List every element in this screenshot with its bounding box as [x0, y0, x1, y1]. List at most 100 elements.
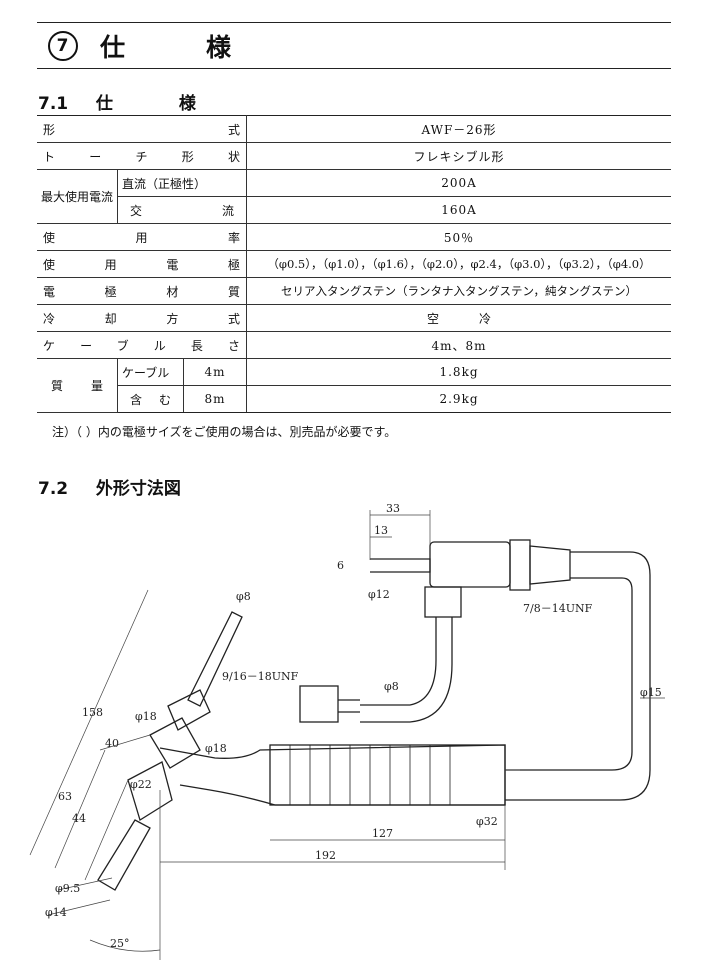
model-value: AWF－26形	[246, 115, 671, 143]
note-text: 注）（ ）内の電極サイズをご使用の場合は、別売品が必要です。	[52, 425, 397, 439]
dim-63-line	[54, 749, 106, 869]
dim-18neck-text: φ18	[205, 742, 227, 755]
dim-hose8-text: φ8	[384, 680, 399, 693]
dim-158-line	[29, 589, 149, 856]
duty-label: 使用率	[37, 223, 248, 251]
mass-incl-label: 含む	[117, 385, 185, 413]
table-row: 使用電極 （φ0.5），（φ1.0），（φ1.6），（φ2.0），φ2.4，（φ…	[37, 250, 671, 278]
chapter-title-1: 仕	[100, 33, 127, 62]
mass-8m-value: 2.9kg	[246, 385, 671, 413]
cap-nut	[167, 689, 211, 731]
cooling-value: 空冷	[246, 304, 671, 332]
dim-9.5-line	[57, 877, 113, 891]
section-7-2-title: 外形寸法図	[95, 479, 181, 499]
chapter-rule	[37, 68, 671, 69]
chapter-number: 7	[48, 31, 78, 61]
mass-cable-label: ケーブル	[117, 358, 185, 386]
cable-inner-bottom	[505, 751, 633, 771]
back-cap	[187, 611, 243, 707]
ac-label: 交流	[117, 196, 248, 224]
section-7-2-number: 7.2	[38, 479, 69, 499]
section-7-2-heading: 7.2 外形寸法図	[38, 474, 181, 499]
hex-nut	[509, 539, 531, 591]
table-row: 含む 8m 2.9kg	[37, 385, 671, 413]
material-label: 電極材質	[37, 277, 248, 305]
table-row: 最大使用電流 直流（正極性） 200A	[37, 169, 671, 224]
gas-hose-end	[338, 699, 360, 713]
gas-nut	[299, 685, 339, 723]
mass-label: 質量	[37, 358, 119, 413]
section-7-1-title-1: 仕	[95, 94, 113, 114]
spec-table: 形式 AWF－26形 トーチ形状 フレキシブル形 最大使用電流 直流（正極性） …	[37, 115, 671, 413]
shape-label: トーチ形状	[37, 142, 248, 170]
dim-127-text: 127	[372, 827, 393, 840]
dim-6-text: 6	[337, 559, 344, 572]
angle-25-text: 25°	[110, 937, 130, 950]
section-7-1-number: 7.1	[38, 94, 69, 114]
chapter-title-2: 様	[206, 33, 233, 62]
dim-32-text: φ32	[476, 815, 498, 828]
dc-label: 直流（正極性）	[117, 169, 248, 197]
section-7-1-title-2: 様	[178, 94, 196, 114]
nozzle	[97, 819, 151, 891]
dim-44-text: 44	[72, 812, 86, 825]
gas-hose-right	[360, 617, 453, 723]
mass-4m-label: 4m	[183, 358, 248, 386]
dim-33-text: 33	[386, 502, 400, 515]
collet-body	[127, 761, 173, 822]
dc-value: 200A	[246, 169, 671, 197]
angle-arc	[89, 939, 161, 952]
top-rule	[37, 22, 671, 23]
mass-4m-value: 1.8kg	[246, 358, 671, 386]
dim-158-text: 158	[82, 706, 103, 719]
torch-handle	[269, 744, 506, 806]
table-row: トーチ形状 フレキシブル形	[37, 142, 671, 170]
connector-body	[429, 541, 511, 588]
shape-value: フレキシブル形	[246, 142, 671, 170]
chapter-heading: 7 仕 様	[48, 28, 232, 64]
dim-18cap-text: φ18	[135, 710, 157, 723]
dim-15-text: φ15	[640, 686, 662, 699]
table-row: 形式 AWF－26形	[37, 115, 671, 143]
cooling-label: 冷却方式	[37, 304, 248, 332]
unf78-text: 7/8－14UNF	[523, 602, 593, 615]
table-row: 冷却方式 空冷	[37, 304, 671, 332]
gas-nipple	[370, 558, 431, 573]
duty-value: 50％	[246, 223, 671, 251]
dim-44-line	[84, 779, 129, 881]
material-value: セリア入タングステン（ランタナ入タングステン，純タングステン）	[246, 277, 671, 305]
dim-12-text: φ12	[368, 588, 390, 601]
cable-label: ケーブル長さ	[37, 331, 248, 359]
dim-22-text: φ22	[130, 778, 152, 791]
model-label: 形式	[37, 115, 248, 143]
dim-14-text: φ14	[45, 906, 67, 919]
handle-ribs	[289, 745, 451, 805]
electrode-label: 使用電極	[37, 250, 248, 278]
dim-63-text: 63	[58, 790, 72, 803]
connector-ferrule	[529, 545, 571, 585]
torch-dimension-drawing: 33 13 6 φ12 7/8－14UNF 9/16－18UNF φ8 φ15 …	[29, 502, 665, 960]
dim-40-line	[99, 734, 151, 751]
unf916-text: 9/16－18UNF	[222, 670, 299, 683]
ac-value: 160A	[246, 196, 671, 224]
table-row: 質量 ケーブル 4m 1.8kg	[37, 358, 671, 413]
electrode-value: （φ0.5），（φ1.0），（φ1.6），（φ2.0），φ2.4，（φ3.0），…	[246, 250, 671, 278]
gas-fitting	[424, 586, 462, 618]
mass-8m-label: 8m	[183, 385, 248, 413]
dim-9.5-text: φ9.5	[55, 882, 80, 895]
cable-outer-top	[570, 551, 651, 770]
table-row: 使用率 50％	[37, 223, 671, 251]
dim-cap8-text: φ8	[236, 590, 251, 603]
torch-head	[149, 717, 201, 769]
dim-192-text: 192	[315, 849, 336, 862]
gas-hose-left	[360, 617, 437, 706]
dim-13-text: 13	[374, 524, 388, 537]
section-7-1-heading: 7.1 仕 様	[38, 89, 196, 114]
table-row: ケーブル長さ 4m、8m	[37, 331, 671, 359]
cable-inner-top	[570, 577, 633, 752]
dim-14-line	[47, 899, 111, 916]
current-label: 最大使用電流	[37, 169, 119, 224]
cable-outer-bottom	[505, 769, 651, 801]
table-row: 電極材質 セリア入タングステン（ランタナ入タングステン，純タングステン）	[37, 277, 671, 305]
table-row: 交流 160A	[37, 196, 671, 224]
